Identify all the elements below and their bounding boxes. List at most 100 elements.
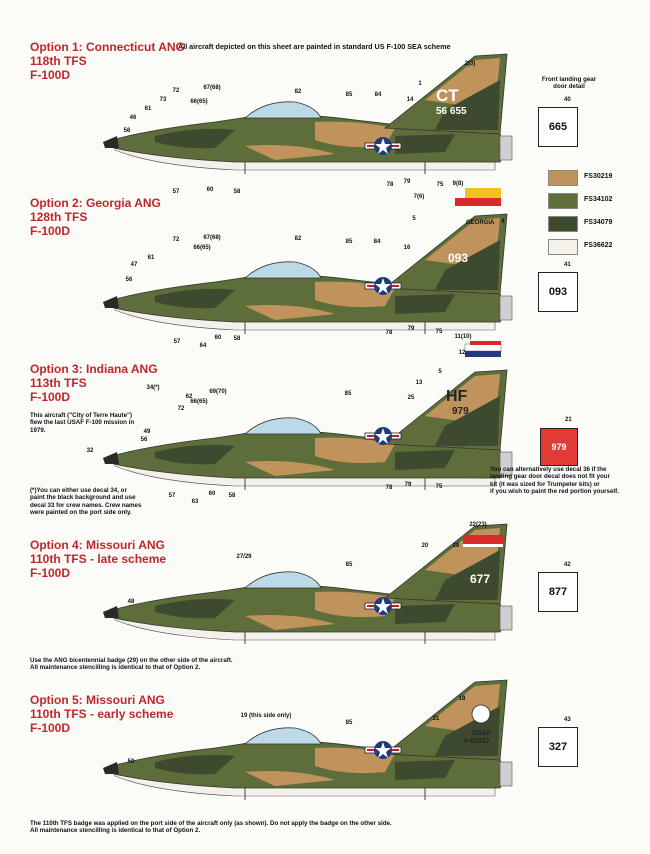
callout: 78 <box>386 182 394 188</box>
box4-num: 42 <box>564 562 571 568</box>
callout: 66(65) <box>190 99 208 105</box>
callout: 16 <box>403 245 411 251</box>
tail-serial-1: 56 655 <box>436 106 467 117</box>
callout: 57 <box>172 189 180 195</box>
tail-serial-2: 093 <box>448 251 469 265</box>
aircraft-option3 <box>95 341 515 496</box>
swatch-fs34102-label: FS34102 <box>584 196 613 203</box>
callout: 60 <box>214 335 222 341</box>
callout: 84 <box>374 92 382 98</box>
swatch-fs36622 <box>548 239 578 255</box>
swatch-fs36622-label: FS36622 <box>584 242 613 249</box>
aircraft-option2 <box>95 188 515 340</box>
gear-door-box-1: 665 <box>538 107 578 147</box>
box2-num: 41 <box>564 262 571 268</box>
callout: 64 <box>199 343 207 349</box>
callout: 32 <box>86 448 94 454</box>
gear-door-box-3: 979 <box>540 428 578 466</box>
aircraft-option4 <box>95 520 515 650</box>
callout: 60 <box>206 187 214 193</box>
callout: 56 <box>140 437 148 443</box>
tail-serial-5: 0-63327 <box>464 738 490 745</box>
callout: 20 <box>421 543 429 549</box>
sheet-note: All aircraft depicted on this sheet are … <box>178 42 451 51</box>
callout: 67(68) <box>203 235 221 241</box>
callout: 82 <box>294 236 302 242</box>
tail-serial-4: 677 <box>470 572 491 586</box>
swatch-fs34079-label: FS34079 <box>584 219 613 226</box>
callout: 61 <box>144 106 152 112</box>
callout: 56 <box>125 277 133 283</box>
callout: 61 <box>147 255 155 261</box>
callout: 22(23) <box>469 522 487 528</box>
callout: 75 <box>436 182 444 188</box>
swatch-fs34079 <box>548 216 578 232</box>
swatch-fs30219-label: FS30219 <box>584 173 613 180</box>
callout: 85 <box>345 720 353 726</box>
callout: 75 <box>435 329 443 335</box>
swatch-fs30219 <box>548 170 578 186</box>
aircraft-option5 <box>95 676 515 806</box>
callout: 57 <box>173 339 181 345</box>
callout: 67(68) <box>203 85 221 91</box>
tail-code-usaf: USAF <box>472 730 492 737</box>
callout: 72 <box>177 406 185 412</box>
callout: 9(8) <box>452 181 464 187</box>
callout: 11(10) <box>454 334 472 340</box>
callout: 1 <box>418 81 422 87</box>
callout: 14 <box>406 97 414 103</box>
swatch-fs34102 <box>548 193 578 209</box>
callout: 84 <box>373 239 381 245</box>
callout: 73 <box>159 97 167 103</box>
callout: 12 <box>458 350 466 356</box>
callout: 58 <box>228 493 236 499</box>
tail-code-georgia: GEORGIA <box>466 220 495 226</box>
tail-serial-3: 979 <box>452 406 469 417</box>
callout: 78 <box>385 330 393 336</box>
callout: 72 <box>172 88 180 94</box>
missouri-late-note: Use the ANG bicentennial badge (29) on t… <box>30 657 233 672</box>
callout: 57 <box>168 493 176 499</box>
callout: 19 (this side only) <box>240 713 292 719</box>
callout: 60 <box>208 491 216 497</box>
callout: 31 <box>432 716 440 722</box>
tail-code-ct: CT <box>436 86 459 105</box>
callout: 46 <box>129 115 137 121</box>
callout: 28 <box>452 543 460 549</box>
box1-num: 40 <box>564 97 571 103</box>
callout: 2(3) <box>464 61 476 67</box>
callout: 56 <box>123 128 131 134</box>
callout: 5 <box>438 369 442 375</box>
callout: 85 <box>345 92 353 98</box>
callout: 72 <box>172 237 180 243</box>
tail-code-hf: HF <box>446 388 468 405</box>
missouri-early-note: The 110th TFS badge was applied on the p… <box>30 820 392 835</box>
callout: 79 <box>404 482 412 488</box>
gear-door-box-4: 877 <box>538 572 578 612</box>
decal36-note: You can alternatively use decal 36 if th… <box>490 466 619 496</box>
callout: 58 <box>233 189 241 195</box>
callout: 63 <box>191 499 199 505</box>
gear-door-box-2: 093 <box>538 272 578 312</box>
callout: 18 <box>458 696 466 702</box>
callout: 48 <box>127 599 135 605</box>
callout: 79 <box>403 179 411 185</box>
callout: 25 <box>407 395 415 401</box>
callout: 66(65) <box>190 399 208 405</box>
callout: 85 <box>344 391 352 397</box>
callout: 85 <box>345 562 353 568</box>
callout: 85 <box>345 239 353 245</box>
callout: 47 <box>130 262 138 268</box>
box3-num: 21 <box>565 417 572 423</box>
callout: 7(6) <box>413 194 425 200</box>
gear-door-box-5: 327 <box>538 727 578 767</box>
callout: 13 <box>415 380 423 386</box>
callout: 75 <box>435 484 443 490</box>
